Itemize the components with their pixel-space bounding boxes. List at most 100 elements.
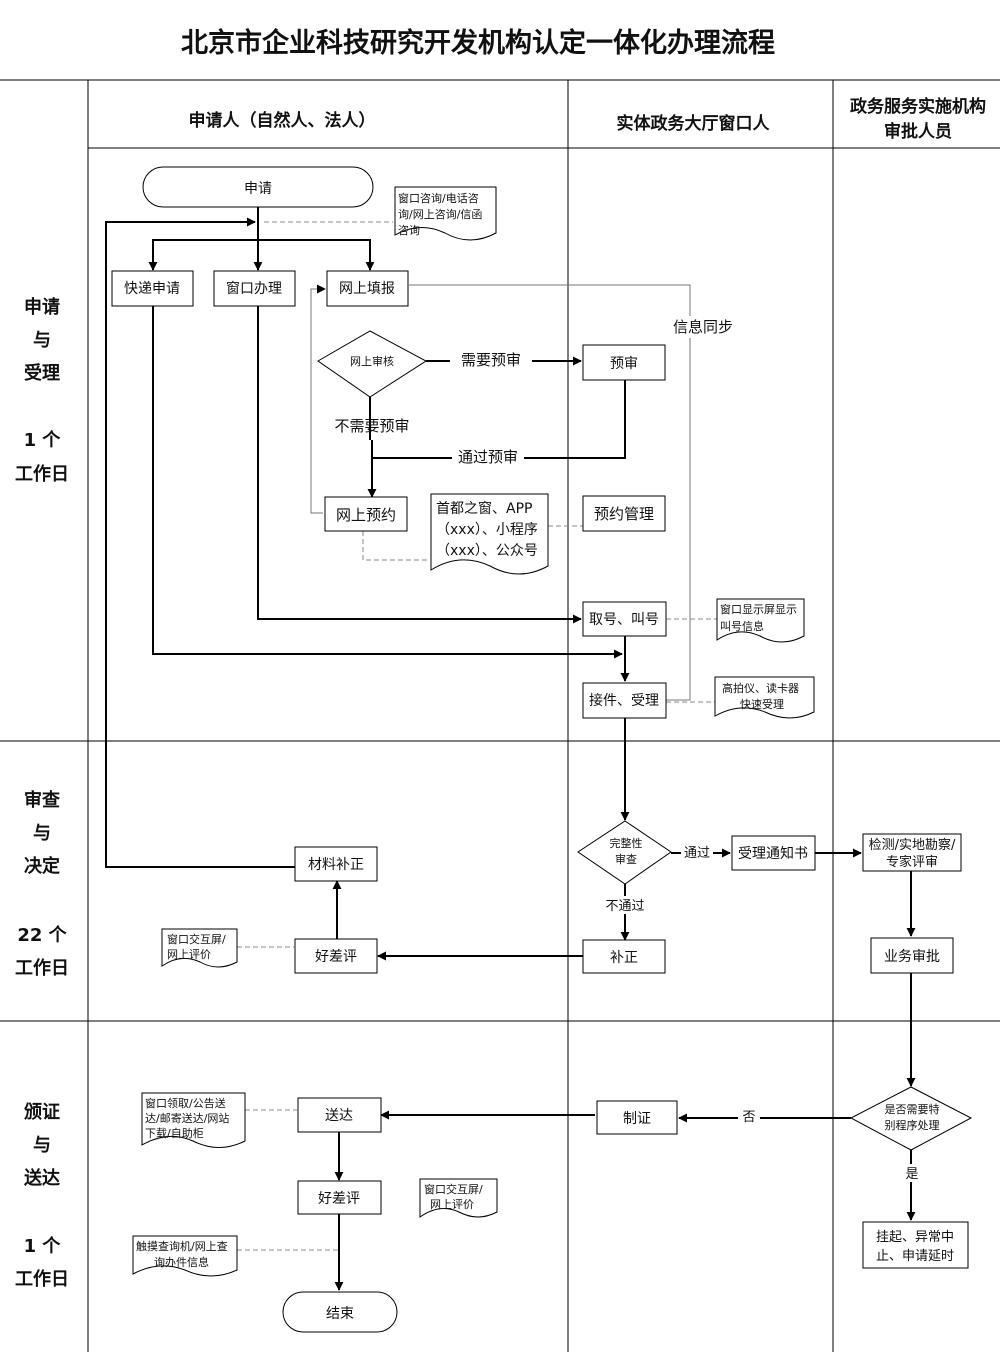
node-material-fix: 材料补正 (294, 846, 378, 882)
svg-text:触摸查询机/网上查: 触摸查询机/网上查 (136, 1239, 228, 1253)
svg-text:网上审核: 网上审核 (350, 354, 394, 368)
svg-text:是否需要特: 是否需要特 (885, 1102, 940, 1116)
node-online-review: 网上审核 (317, 330, 427, 398)
svg-text:窗口领取/公告送: 窗口领取/公告送 (145, 1096, 226, 1110)
svg-text:补正: 补正 (610, 950, 638, 966)
svg-text:快速受理: 快速受理 (740, 698, 784, 711)
note-delivery-methods: 窗口领取/公告送 达/邮寄送达/网站 下载/自助柜 (141, 1092, 246, 1148)
node-end: 结束 (282, 1291, 398, 1333)
svg-text:别程序处理: 别程序处理 (885, 1118, 940, 1132)
node-take-number: 取号、叫号 (582, 601, 667, 637)
phase-days-line: 1 个 (24, 429, 62, 451)
svg-text:检测/实地勘察/: 检测/实地勘察/ (869, 838, 956, 853)
lane-header-approver-line1: 政务服务实施机构 (850, 96, 986, 117)
note-consult: 窗口咨询/电话咨 询/网上咨询/信函 咨询 (394, 186, 497, 241)
page-title: 北京市企业科技研究开发机构认定一体化办理流程 (181, 27, 775, 59)
edge-branch-online (258, 239, 375, 271)
phase-label-line: 与 (33, 1135, 51, 1156)
lane-header-applicant: 申请人（自然人、法人） (189, 110, 376, 131)
thin-connectors (310, 284, 691, 701)
node-accept: 接件、受理 (582, 682, 667, 719)
node-suspend: 挂起、异常中 止、申请延时 (862, 1221, 969, 1269)
svg-text:专家评审: 专家评审 (886, 854, 938, 870)
svg-text:好差评: 好差评 (318, 1191, 360, 1207)
node-pre-review: 预审 (582, 344, 666, 381)
note-eval-2: 窗口交互屏/ 网上评价 (419, 1178, 498, 1218)
svg-text:（xxx）、小程序: （xxx）、小程序 (436, 522, 538, 538)
phase-label-line: 决定 (24, 855, 60, 877)
edge-info-sync (409, 284, 691, 701)
node-rating-1: 好差评 (294, 938, 378, 974)
svg-text:询办件信息: 询办件信息 (154, 1255, 209, 1269)
node-inspect: 检测/实地勘察/ 专家评审 (862, 833, 962, 872)
svg-text:好差评: 好差评 (315, 949, 357, 965)
svg-text:预约管理: 预约管理 (594, 505, 654, 523)
phase-label-line: 申请 (24, 296, 60, 318)
label-yes: 是 (905, 1167, 918, 1182)
edge-window-to-number (257, 306, 582, 624)
svg-text:下载/自助柜: 下载/自助柜 (145, 1126, 204, 1140)
svg-text:网上预约: 网上预约 (336, 506, 396, 524)
svg-text:网上评价: 网上评价 (167, 948, 211, 961)
svg-text:咨询: 咨询 (398, 223, 420, 237)
svg-text:预审: 预审 (610, 356, 638, 372)
svg-text:挂起、异常中: 挂起、异常中 (876, 1230, 954, 1245)
svg-text:窗口交互屏/: 窗口交互屏/ (167, 932, 226, 946)
note-kiosk: 触摸查询机/网上查 询办件信息 (132, 1235, 238, 1277)
node-apply: 申请 (142, 166, 374, 208)
edge-booking-to-online-fill (310, 284, 326, 514)
note-channels: 首都之窗、APP （xxx）、小程序 （xxx）、公众号 (430, 493, 549, 575)
svg-text:材料补正: 材料补正 (308, 857, 364, 873)
phase-apply: 申请 与 受理 1 个 工作日 (15, 296, 69, 485)
phase-label-line: 审查 (24, 789, 60, 811)
node-special-procedure: 是否需要特 别程序处理 (849, 1086, 973, 1151)
node-express-apply: 快递申请 (111, 270, 194, 307)
note-scanner: 高拍仪、读卡器 快速受理 (714, 676, 815, 719)
node-online-booking: 网上预约 (324, 496, 408, 532)
svg-text:受理通知书: 受理通知书 (738, 845, 808, 862)
svg-text:接件、受理: 接件、受理 (589, 692, 659, 709)
label-info-sync: 信息同步 (673, 318, 733, 336)
svg-text:业务审批: 业务审批 (884, 949, 940, 965)
phase-days-line: 1 个 (24, 1235, 62, 1257)
phase-label-line: 送达 (23, 1167, 60, 1189)
svg-text:止、申请延时: 止、申请延时 (876, 1249, 954, 1264)
svg-text:达/邮寄送达/网站: 达/邮寄送达/网站 (145, 1111, 229, 1125)
svg-text:快递申请: 快递申请 (124, 281, 180, 297)
svg-text:审查: 审查 (615, 852, 637, 866)
label-fail: 不通过 (605, 899, 644, 914)
node-booking-mgmt: 预约管理 (582, 495, 666, 532)
svg-text:窗口显示屏显示: 窗口显示屏显示 (720, 602, 797, 616)
svg-text:（xxx）、公众号: （xxx）、公众号 (436, 543, 538, 559)
phase-review: 审查 与 决定 22 个 工作日 (15, 789, 69, 979)
phase-days-line: 工作日 (15, 1268, 69, 1290)
svg-text:取号、叫号: 取号、叫号 (589, 612, 659, 628)
svg-text:申请: 申请 (244, 181, 272, 197)
label-no-need-pre: 不需要预审 (334, 417, 409, 435)
node-completeness-check: 完整性 审查 (577, 820, 672, 885)
phase-label-line: 受理 (24, 362, 60, 384)
phase-label-line: 与 (33, 823, 51, 844)
phase-days-line: 工作日 (15, 957, 69, 979)
svg-text:窗口办理: 窗口办理 (226, 280, 282, 297)
svg-text:窗口交互屏/: 窗口交互屏/ (424, 1182, 483, 1196)
node-biz-approval: 业务审批 (870, 937, 954, 974)
phase-label-line: 与 (33, 330, 51, 351)
edge-fix-loop-back (105, 217, 295, 868)
label-no: 否 (742, 1110, 755, 1125)
phase-issue: 颁证 与 送达 1 个 工作日 (15, 1102, 69, 1290)
note-display: 窗口显示屏显示 叫号信息 (716, 598, 805, 643)
edge-labels: 需要预审 不需要预审 通过预审 信息同步 通过 不通过 否 是 (334, 316, 923, 1182)
node-deliver: 送达 (297, 1097, 382, 1133)
phase-days-line: 工作日 (15, 463, 69, 485)
svg-text:叫号信息: 叫号信息 (720, 619, 764, 633)
swimlane-grid (0, 79, 1000, 1352)
lane-header-hall: 实体政务大厅窗口人 (617, 113, 771, 134)
label-need-pre: 需要预审 (461, 351, 521, 369)
node-online-fill: 网上填报 (326, 270, 409, 307)
label-pass: 通过 (684, 846, 710, 861)
svg-text:制证: 制证 (623, 1111, 651, 1127)
label-pass-pre: 通过预审 (458, 448, 518, 466)
phase-days-line: 22 个 (17, 924, 67, 946)
edge-express-to-accept (152, 306, 623, 659)
